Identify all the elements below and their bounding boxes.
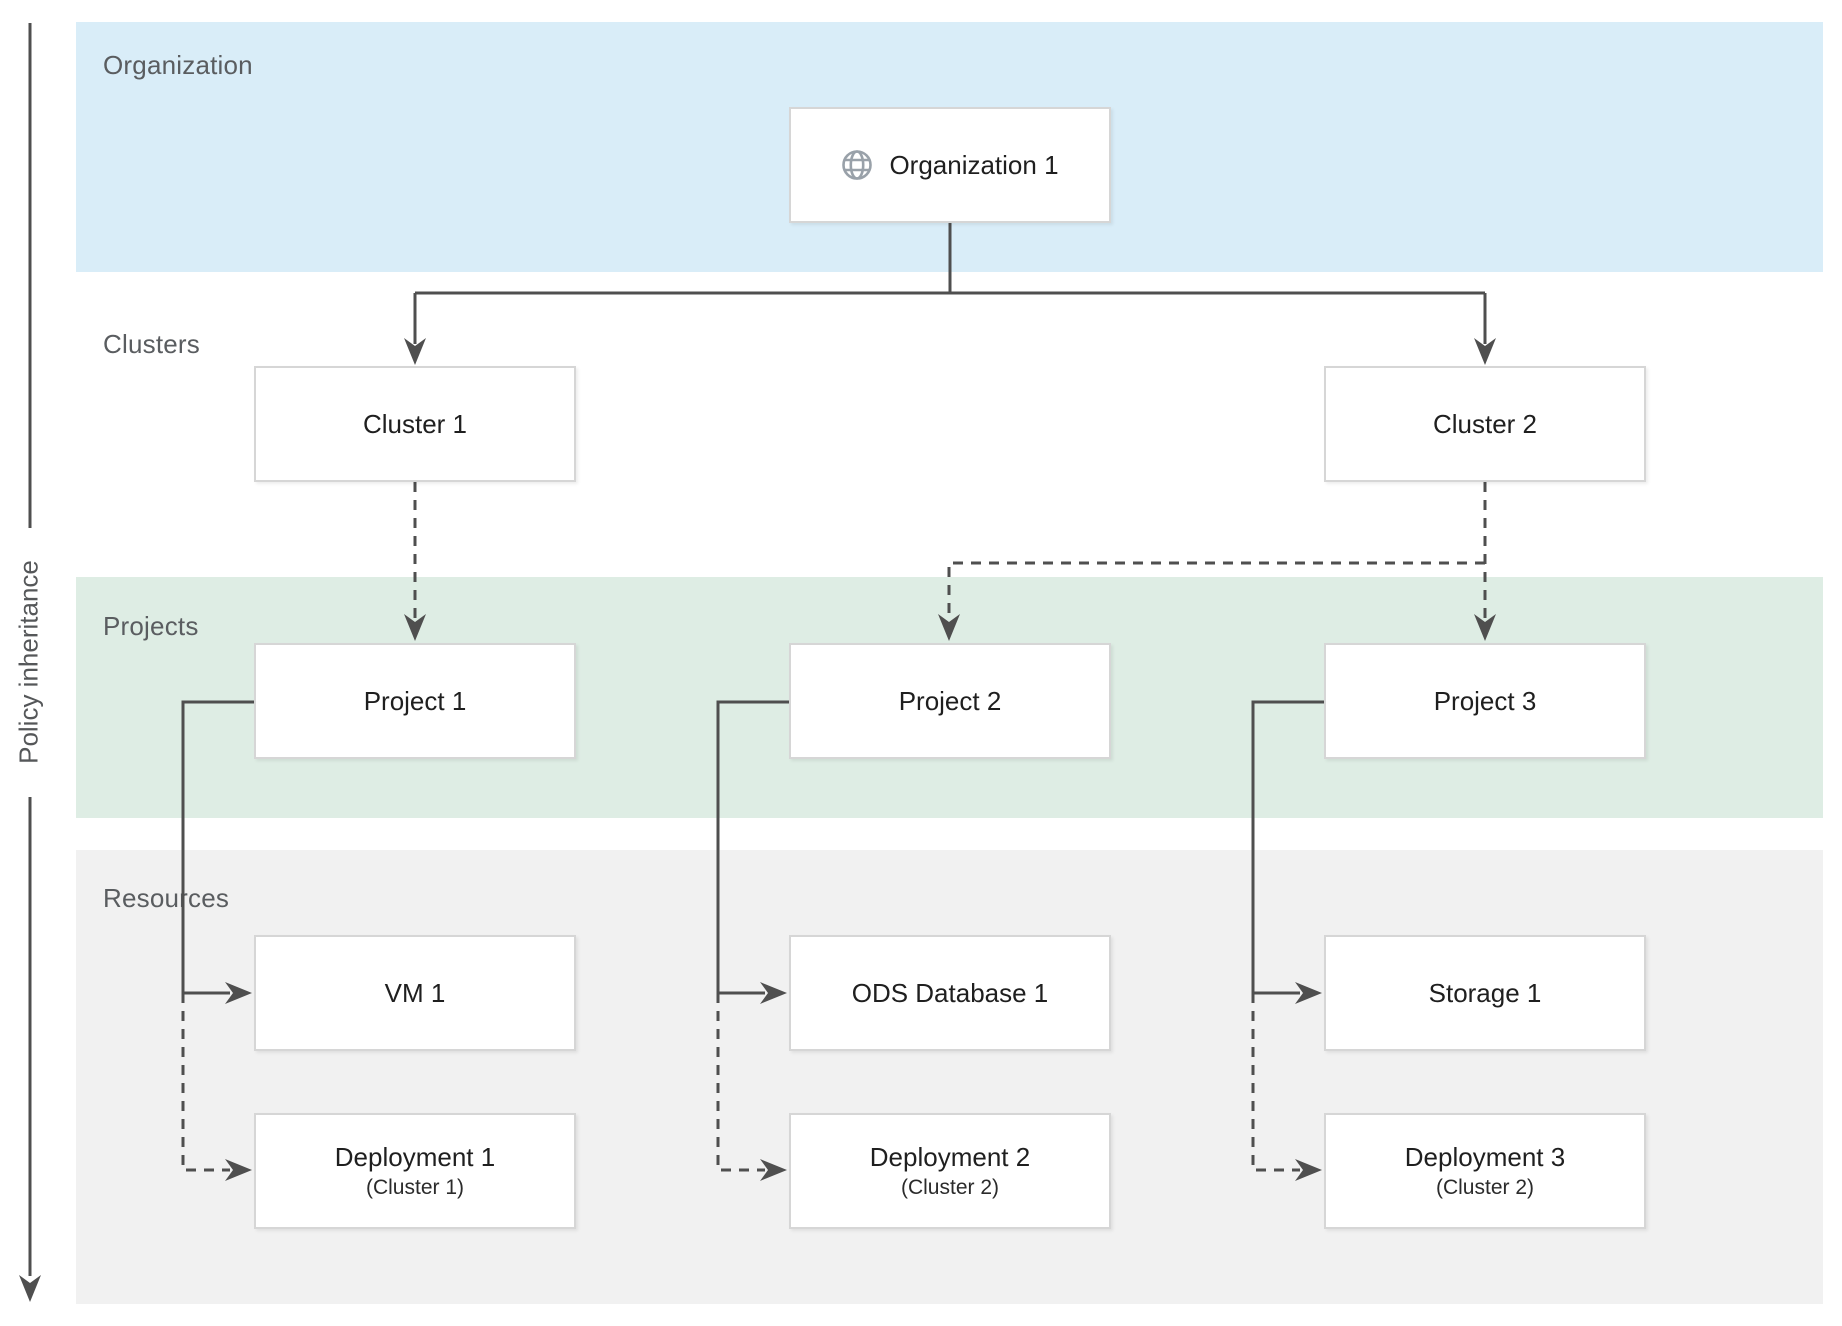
arrowhead-cluster1 (404, 338, 426, 365)
node-storage-1: Storage 1 (1324, 935, 1646, 1051)
node-label: Organization 1 (889, 149, 1059, 180)
node-label: Cluster 2 (1432, 408, 1538, 439)
section-label-clusters: Clusters (103, 329, 200, 359)
node-project-3: Project 3 (1324, 643, 1646, 759)
node-label: Project 3 (1433, 685, 1537, 716)
node-sublabel: (Cluster 2) (1435, 1176, 1535, 1199)
node-project-1: Project 1 (254, 643, 576, 759)
node-vm-1: VM 1 (254, 935, 576, 1051)
node-label: Deployment 2 (869, 1142, 1031, 1172)
node-sublabel: (Cluster 2) (900, 1176, 1000, 1199)
band-resources (76, 850, 1823, 1304)
node-label: Storage 1 (1428, 977, 1542, 1008)
node-label: Cluster 1 (362, 408, 468, 439)
node-label: Project 1 (363, 685, 467, 716)
arrowhead-policy-axis (19, 1275, 41, 1302)
node-label: Deployment 3 (1404, 1142, 1566, 1172)
node-label: Project 2 (898, 685, 1002, 716)
section-label-projects: Projects (103, 611, 199, 641)
section-label-resources: Resources (103, 883, 230, 913)
node-label: VM 1 (384, 977, 446, 1008)
node-deployment-1: Deployment 1 (Cluster 1) (254, 1113, 576, 1229)
globe-icon (842, 150, 873, 180)
node-deployment-2: Deployment 2 (Cluster 2) (789, 1113, 1111, 1229)
node-deployment-3: Deployment 3 (Cluster 2) (1324, 1113, 1646, 1229)
node-ods-database-1: ODS Database 1 (789, 935, 1111, 1051)
node-project-2: Project 2 (789, 643, 1111, 759)
node-label: Deployment 1 (334, 1142, 496, 1172)
node-organization-1: Organization 1 (789, 107, 1111, 223)
node-label: ODS Database 1 (851, 977, 1049, 1008)
node-sublabel: (Cluster 1) (365, 1176, 465, 1199)
policy-inheritance-label: Policy inheritance (13, 554, 45, 770)
arrowhead-cluster2 (1474, 338, 1496, 365)
node-cluster-2: Cluster 2 (1324, 366, 1646, 482)
section-label-organization: Organization (103, 50, 253, 80)
node-cluster-1: Cluster 1 (254, 366, 576, 482)
